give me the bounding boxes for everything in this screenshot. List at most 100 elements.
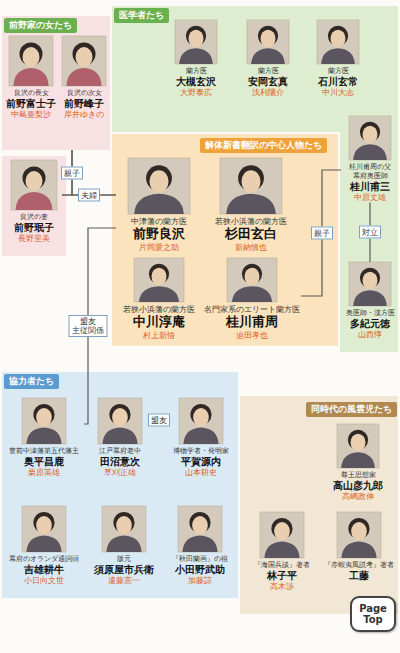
character-name: 安岡玄真	[248, 76, 288, 89]
character-card: 『秋田蘭画』の祖小田野武助加藤諒	[164, 506, 236, 586]
actor-name: 高嶋政伸	[342, 492, 374, 501]
character-name: 前野峰子	[64, 98, 104, 111]
portrait-photo	[179, 398, 223, 444]
character-name: 田沼意次	[100, 456, 140, 469]
role-text: 奥医師・漢方医	[346, 309, 395, 318]
actor-name: 山本耕史	[185, 468, 217, 477]
group-band: 同時代の風雲児たち尊王思想家高山彦九郎高嶋政伸『海国兵談』著者林子平高木渉『赤蝦…	[240, 396, 398, 614]
actor-name: 長野里美	[18, 234, 50, 243]
portrait-photo	[22, 398, 66, 444]
photo-ground	[349, 262, 391, 306]
portrait-photo	[102, 506, 146, 552]
photo-face	[149, 170, 168, 192]
role-text: 蘭方医	[258, 67, 279, 76]
photo-face	[363, 272, 378, 290]
photo-face	[26, 171, 43, 191]
role-text: 蘭方医	[186, 67, 207, 76]
character-card: 尊王思想家高山彦九郎高嶋政伸	[322, 424, 394, 502]
portrait-photo	[9, 36, 53, 86]
portrait-photo	[62, 36, 106, 86]
photo-face	[189, 30, 204, 48]
photo-robe	[26, 427, 61, 444]
portrait-photo	[11, 160, 57, 210]
character-name: 前野富士子	[6, 98, 56, 111]
photo-ground	[134, 258, 184, 302]
role-text: 豊前中津藩第五代藩主	[9, 447, 79, 456]
photo-face	[112, 408, 128, 426]
actor-name: 新納慎也	[235, 243, 267, 252]
photo-robe	[251, 48, 285, 64]
role-text: 幕府のオランダ通詞頭	[9, 555, 79, 564]
character-name: 石川玄常	[318, 76, 358, 89]
relation-label: 対立	[359, 226, 381, 239]
group-heading: 同時代の風雲児たち	[306, 402, 397, 417]
role-text: 良沢の次女	[67, 89, 102, 98]
actor-name: 山西惇	[358, 330, 382, 339]
portrait-photo	[337, 424, 379, 468]
relation-line	[301, 170, 341, 296]
photo-robe	[179, 48, 213, 64]
actor-name: 遠藤憲一	[108, 576, 140, 585]
character-card: 良沢の次女前野峰子岸井ゆきの	[58, 36, 110, 120]
character-card: 若狭小浜藩の蘭方医中川淳庵村上新悟	[116, 258, 202, 340]
character-card: 版元須原屋市兵衛遠藤憲一	[88, 506, 160, 586]
photo-face	[23, 47, 40, 67]
character-name: 平賀源内	[181, 456, 221, 469]
character-name: 大槻玄沢	[176, 76, 216, 89]
actor-name: 栗原英雄	[28, 468, 60, 477]
character-name: 前野珉子	[14, 222, 54, 235]
photo-ground	[11, 160, 57, 210]
role-text: 桂川甫周の父 幕府奥医師	[341, 163, 399, 181]
photo-face	[36, 516, 52, 534]
portrait-photo	[247, 20, 289, 64]
photo-face	[76, 47, 93, 67]
actor-name: 岸井ゆきの	[64, 110, 104, 119]
actor-name: 大野泰広	[180, 88, 212, 97]
photo-robe	[16, 192, 53, 210]
photo-robe	[353, 290, 387, 306]
actor-name: 村上新悟	[143, 331, 175, 340]
photo-ground	[227, 258, 277, 302]
photo-face	[363, 126, 378, 144]
character-card: 蘭方医安岡玄真浅利陽介	[236, 20, 300, 98]
photo-ground	[260, 512, 304, 558]
family-patch	[2, 156, 66, 256]
group-heading: 医学者たち	[114, 8, 169, 23]
photo-robe	[182, 535, 217, 552]
relation-label: 親子	[61, 166, 83, 179]
character-name: 桂川甫周	[226, 314, 278, 330]
character-card: 『赤蝦夷風説考』著者工藤	[320, 512, 398, 582]
role-text: 若狭小浜藩の蘭方医	[215, 217, 287, 226]
photo-robe	[66, 68, 101, 86]
character-name: 桂川甫三	[350, 181, 390, 194]
portrait-photo	[317, 20, 359, 64]
photo-robe	[106, 535, 141, 552]
actor-name: 片岡愛之助	[139, 243, 179, 252]
group-band: 前野家の女たち良沢の長女前野富士子中島亜梨沙良沢の次女前野峰子岸井ゆきの	[2, 16, 110, 150]
actor-name: 加藤諒	[188, 576, 212, 585]
group-heading: 前野家の女たち	[4, 18, 77, 33]
photo-robe	[102, 427, 137, 444]
photo-robe	[321, 48, 355, 64]
actor-name: 中川大志	[322, 88, 354, 97]
button-label: Page Top	[352, 603, 394, 625]
actor-name: 小日向文世	[24, 576, 64, 585]
portrait-photo	[22, 506, 66, 552]
photo-face	[274, 522, 290, 540]
character-name: 須原屋市兵衛	[94, 564, 154, 577]
photo-ground	[62, 36, 106, 86]
photo-robe	[232, 286, 272, 302]
photo-ground	[317, 20, 359, 64]
portrait-photo	[128, 158, 190, 214]
photo-face	[245, 268, 260, 286]
photo-robe	[26, 535, 61, 552]
character-card: 『海国兵談』著者林子平高木渉	[246, 512, 318, 592]
photo-face	[261, 30, 276, 48]
portrait-photo	[227, 258, 277, 302]
character-card: 豊前中津藩第五代藩主奥平昌鹿栗原英雄	[4, 398, 84, 478]
character-card: 若狭小浜藩の蘭方医杉田玄白新納慎也	[208, 158, 294, 252]
character-card: 奥医師・漢方医多紀元徳山西惇	[342, 262, 398, 340]
photo-ground	[337, 512, 381, 558]
actor-name: 迫田孝也	[236, 331, 268, 340]
portrait-photo	[260, 512, 304, 558]
